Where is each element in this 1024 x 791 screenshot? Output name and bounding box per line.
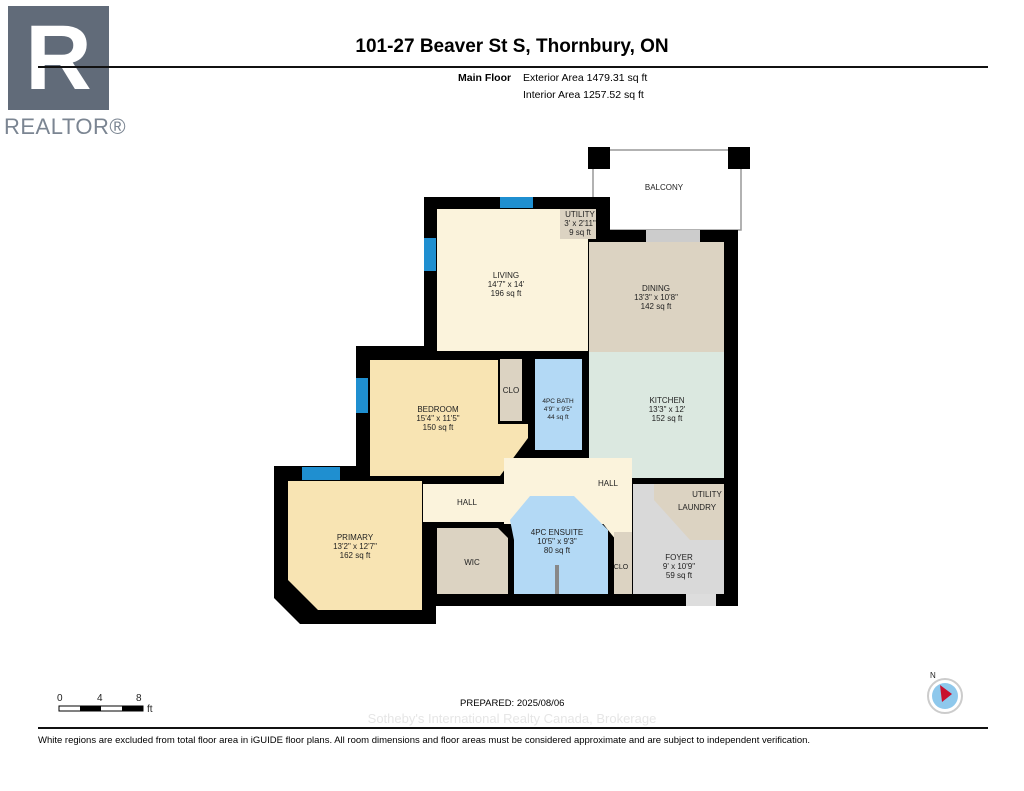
window bbox=[424, 238, 436, 271]
scale-tick-4: 4 bbox=[97, 693, 103, 704]
room-primary bbox=[288, 481, 422, 610]
balcony-label: BALCONY bbox=[645, 183, 684, 192]
room-kitchen bbox=[589, 352, 724, 478]
room-dining bbox=[589, 242, 724, 352]
kitchen-label: KITCHEN bbox=[649, 396, 684, 405]
utility-small-area: 9 sq ft bbox=[569, 228, 592, 237]
room-utility-laundry bbox=[654, 484, 724, 540]
bedroom-dims: 15'4" x 11'5" bbox=[416, 414, 459, 423]
kitchen-dims: 13'3" x 12' bbox=[649, 405, 686, 414]
ensuite-label: 4PC ENSUITE bbox=[531, 528, 583, 537]
closet-1-label: CLO bbox=[503, 386, 519, 395]
bath-label: 4PC BATH bbox=[542, 398, 574, 405]
room-utility-small bbox=[560, 209, 596, 239]
balcony-door bbox=[646, 230, 700, 242]
balcony-post bbox=[728, 147, 750, 169]
ensuite-area: 80 sq ft bbox=[544, 546, 571, 555]
compass-icon: N bbox=[927, 671, 963, 714]
scale-bar: 0 4 8 ft bbox=[57, 693, 153, 715]
logo-mark: R bbox=[25, 7, 92, 109]
scale-tick-0: 0 bbox=[57, 693, 63, 704]
room-wic bbox=[437, 528, 508, 594]
room-closet-2 bbox=[614, 532, 632, 594]
foyer-label: FOYER bbox=[665, 553, 693, 562]
ensuite-dims: 10'5" x 9'3" bbox=[537, 537, 577, 546]
bedroom-area: 150 sq ft bbox=[423, 423, 454, 432]
utility-small-dims: 3' x 2'11" bbox=[564, 219, 596, 228]
kitchen-area: 152 sq ft bbox=[652, 414, 683, 423]
utility-small-label: UTILITY bbox=[565, 210, 595, 219]
divider bbox=[38, 66, 988, 68]
foyer-area: 59 sq ft bbox=[666, 571, 693, 580]
bath-area: 44 sq ft bbox=[547, 414, 569, 421]
balcony-post bbox=[588, 147, 610, 169]
scale-unit: ft bbox=[147, 704, 153, 715]
floor-name: Main Floor bbox=[458, 72, 512, 84]
divider bbox=[38, 727, 988, 729]
living-label: LIVING bbox=[493, 271, 519, 280]
hall-right-label: HALL bbox=[598, 479, 619, 488]
room-hall-left bbox=[423, 484, 511, 522]
scale-tick-8: 8 bbox=[136, 693, 142, 704]
hall-left-label: HALL bbox=[457, 498, 478, 507]
room-bath bbox=[535, 359, 582, 450]
realtor-logo-text: REALTOR® bbox=[4, 114, 127, 139]
prepared-date: PREPARED: 2025/08/06 bbox=[460, 698, 565, 709]
room-closet-1 bbox=[500, 359, 522, 421]
dining-label: DINING bbox=[642, 284, 670, 293]
page-title: 101-27 Beaver St S, Thornbury, ON bbox=[355, 36, 669, 57]
realtor-logo: R bbox=[8, 6, 109, 110]
primary-dims: 13'2" x 12'7" bbox=[333, 542, 377, 551]
exterior-area: Exterior Area 1479.31 sq ft bbox=[523, 72, 648, 84]
room-bedroom bbox=[370, 360, 528, 476]
room-ensuite bbox=[510, 496, 608, 594]
dining-dims: 13'3" x 10'8" bbox=[634, 293, 678, 302]
utility-laundry-label-2: LAUNDRY bbox=[678, 503, 717, 512]
entry-door bbox=[686, 594, 716, 606]
window bbox=[500, 197, 533, 208]
window bbox=[356, 378, 368, 413]
bedroom-label: BEDROOM bbox=[417, 405, 459, 414]
primary-label: PRIMARY bbox=[337, 533, 374, 542]
bath-dims: 4'9" x 9'5" bbox=[544, 406, 573, 413]
foyer-dims: 9' x 10'9" bbox=[663, 562, 695, 571]
primary-area: 162 sq ft bbox=[340, 551, 371, 560]
living-dims: 14'7" x 14' bbox=[488, 280, 525, 289]
watermark: Sotheby's International Realty Canada, B… bbox=[367, 711, 657, 726]
ensuite-divider bbox=[555, 565, 559, 594]
compass-label: N bbox=[930, 671, 936, 680]
living-area: 196 sq ft bbox=[491, 289, 522, 298]
wic-label: WIC bbox=[464, 558, 480, 567]
dining-area: 142 sq ft bbox=[641, 302, 672, 311]
interior-area: Interior Area 1257.52 sq ft bbox=[523, 89, 644, 101]
disclaimer: White regions are excluded from total fl… bbox=[38, 735, 811, 746]
window bbox=[302, 467, 340, 480]
utility-laundry-label: UTILITY bbox=[692, 490, 722, 499]
closet-2-label: CLO bbox=[614, 564, 629, 571]
